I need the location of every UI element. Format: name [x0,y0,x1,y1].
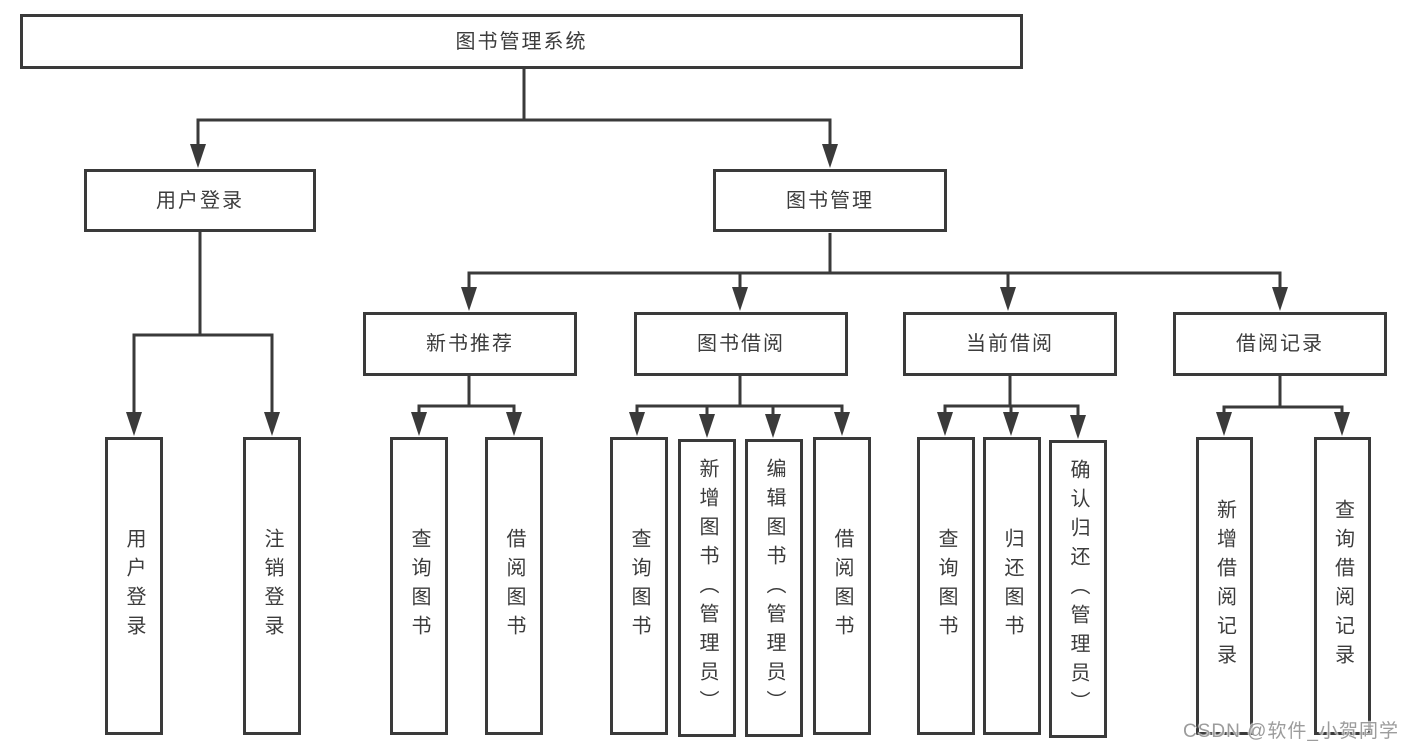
node-user-login: 用户登录 [84,169,316,232]
node-label: 新增借阅记录 [1213,499,1236,673]
csdn-watermark: CSDN @软件_小贺同学 [1183,721,1399,742]
node-label: 借阅记录 [1236,333,1324,355]
leaf-borrow-book-1: 借阅图书 [485,437,543,735]
leaf-query-book-1: 查询图书 [390,437,448,735]
leaf-return-book: 归还图书 [983,437,1041,735]
node-label: 借阅图书 [831,528,853,644]
node-library-system: 图书管理系统 [20,14,1023,69]
node-label: 编辑图书（管理员） [763,457,785,719]
node-label: 查询图书 [408,528,430,644]
leaf-query-book-3: 查询图书 [917,437,975,735]
node-book-borrow: 图书借阅 [634,312,848,376]
node-label: 图书借阅 [697,333,785,355]
leaf-user-login: 用户登录 [105,437,163,735]
node-label: 注销登录 [261,528,283,644]
node-label: 确认归还（管理员） [1067,458,1089,720]
leaf-add-book-admin: 新增图书（管理员） [678,439,736,737]
leaf-borrow-book-2: 借阅图书 [813,437,871,735]
leaf-edit-book-admin: 编辑图书（管理员） [745,439,803,737]
node-label: 新增图书（管理员） [696,457,718,719]
node-label: 归还图书 [1001,528,1023,644]
node-label: 查询图书 [628,528,650,644]
node-label: 当前借阅 [966,333,1054,355]
node-label: 新书推荐 [426,333,514,355]
node-book-management: 图书管理 [713,169,947,232]
leaf-query-borrow-record: 查询借阅记录 [1314,437,1371,735]
node-new-book-recommend: 新书推荐 [363,312,577,376]
leaf-confirm-return-admin: 确认归还（管理员） [1049,440,1107,738]
node-label: 图书管理系统 [455,30,588,53]
node-label: 查询图书 [935,528,957,644]
node-borrow-records: 借阅记录 [1173,312,1387,376]
node-label: 查询借阅记录 [1331,499,1354,673]
leaf-logout: 注销登录 [243,437,301,735]
node-label: 用户登录 [123,528,145,644]
node-current-borrow: 当前借阅 [903,312,1117,376]
leaf-query-book-2: 查询图书 [610,437,668,735]
node-label: 借阅图书 [503,528,525,644]
node-label: 用户登录 [156,189,244,212]
leaf-add-borrow-record: 新增借阅记录 [1196,437,1253,735]
node-label: 图书管理 [786,189,874,212]
